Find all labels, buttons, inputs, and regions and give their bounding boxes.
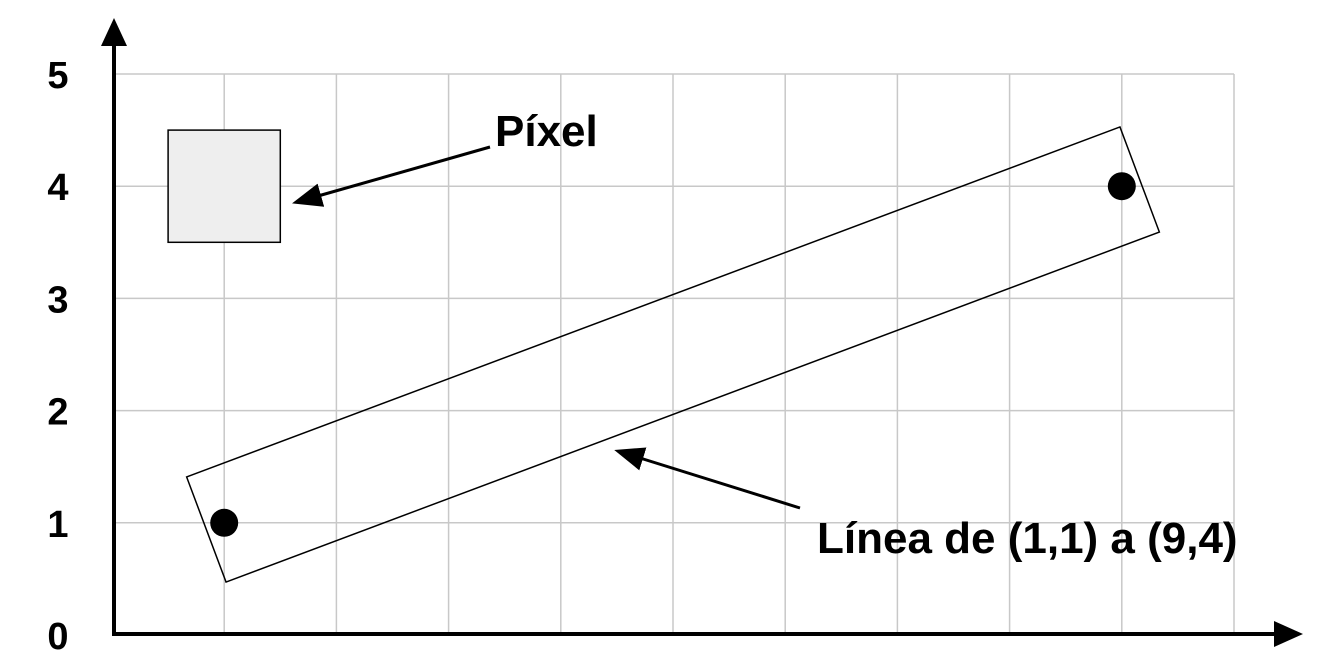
line-label: Línea de (1,1) a (9,4) <box>817 514 1238 563</box>
y-tick-label: 3 <box>47 279 68 321</box>
x-axis-arrow-icon <box>1274 621 1303 647</box>
pixel-example <box>167 129 282 244</box>
line-endpoints <box>210 172 1136 537</box>
y-tick-label: 0 <box>47 616 68 657</box>
y-tick-label: 1 <box>47 504 68 546</box>
line-pointer-arrow <box>614 447 801 510</box>
y-tick-labels: 0 1 2 3 4 5 <box>47 55 68 657</box>
endpoint-dot <box>210 508 239 537</box>
y-tick-label: 4 <box>47 167 68 209</box>
pixel-label: Píxel <box>495 107 598 156</box>
y-axis-arrow-icon <box>101 18 127 46</box>
pixel-pointer-arrow <box>292 145 491 207</box>
y-tick-label: 2 <box>47 392 68 434</box>
axes <box>101 18 1303 647</box>
y-tick-label: 5 <box>47 55 68 97</box>
line-band <box>185 126 1161 583</box>
endpoint-dot <box>1107 172 1136 201</box>
